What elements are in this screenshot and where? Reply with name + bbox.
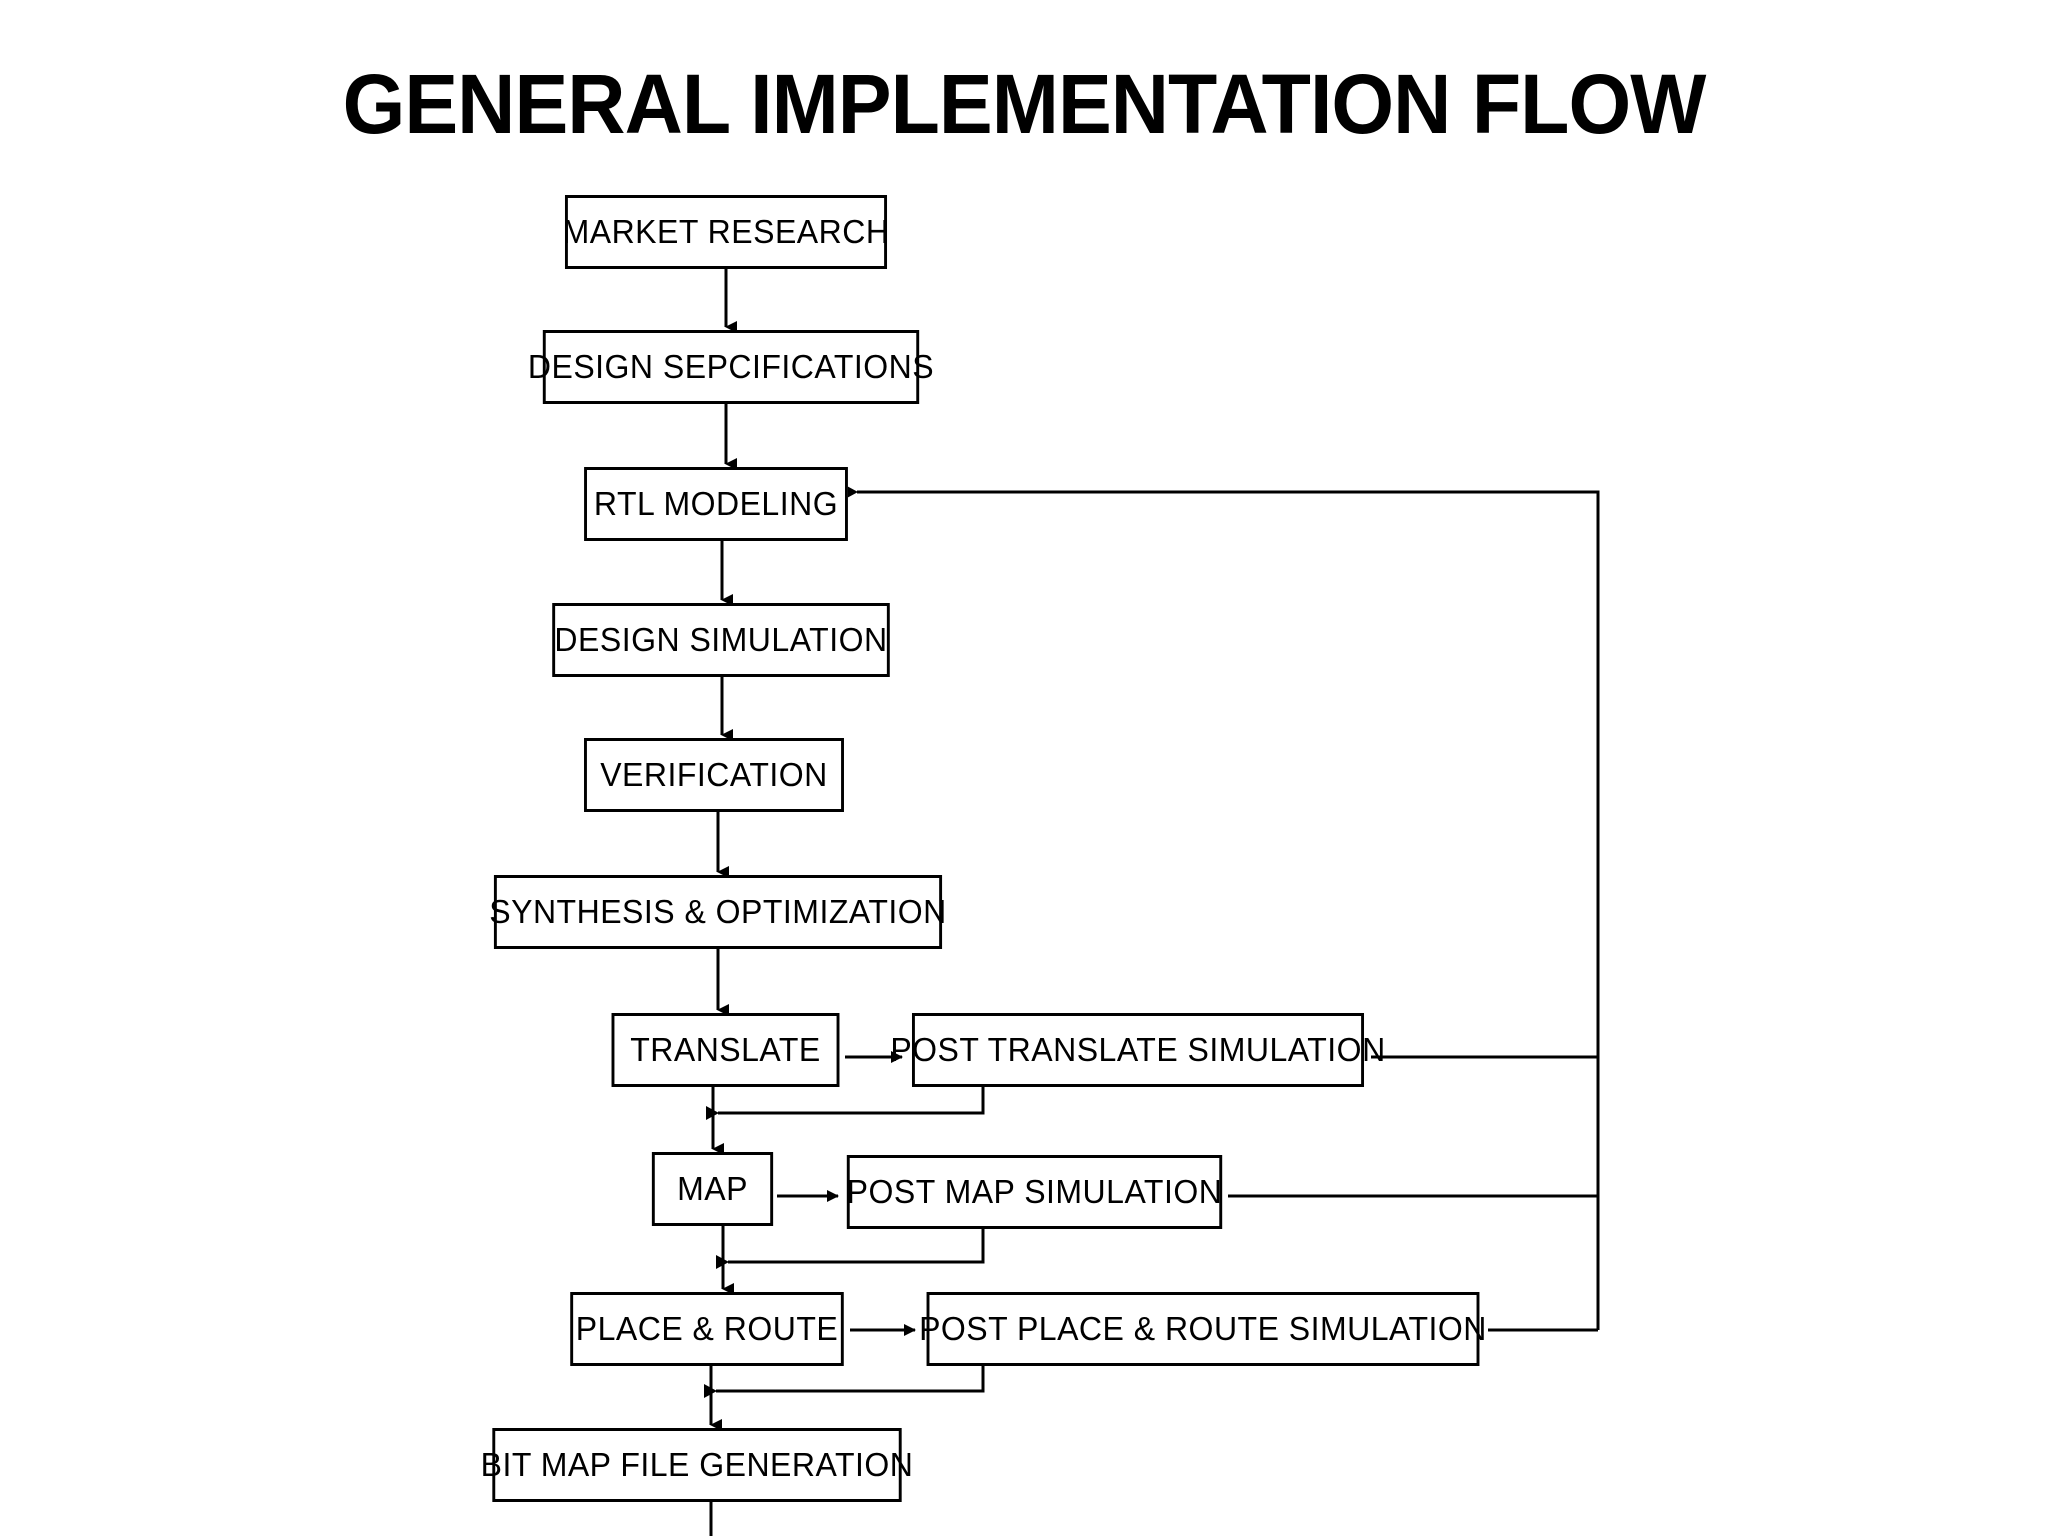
node-label: PLACE & ROUTE — [575, 1310, 839, 1347]
node-map[interactable]: MAP — [651, 1152, 774, 1226]
node-translate[interactable]: TRANSLATE — [611, 1013, 840, 1087]
node-design-specifications[interactable]: DESIGN SEPCIFICATIONS — [528, 330, 934, 404]
page-title: GENERAL IMPLEMENTATION FLOW — [342, 57, 1707, 151]
feedback-bus-to-rtl-modeling — [845, 485, 1600, 1330]
node-label: POST PLACE & ROUTE SIMULATION — [919, 1310, 1487, 1347]
node-label: VERIFICATION — [600, 756, 828, 793]
node-label: SYNTHESIS & OPTIMIZATION — [489, 893, 947, 930]
node-rtl-modeling[interactable]: RTL MODELING — [584, 467, 848, 541]
node-label: DESIGN SEPCIFICATIONS — [527, 348, 935, 385]
node-post-translate-simulation[interactable]: POST TRANSLATE SIMULATION — [890, 1013, 1385, 1087]
feedback-post-place-route-simulation-to-place-route — [704, 1366, 985, 1398]
node-post-map-simulation[interactable]: POST MAP SIMULATION — [846, 1155, 1223, 1229]
node-verification[interactable]: VERIFICATION — [584, 738, 844, 812]
node-design-simulation[interactable]: DESIGN SIMULATION — [552, 603, 890, 677]
node-synthesis-optimization[interactable]: SYNTHESIS & OPTIMIZATION — [489, 875, 946, 949]
node-label: TRANSLATE — [630, 1031, 821, 1068]
node-label: RTL MODELING — [593, 485, 839, 522]
node-label: POST TRANSLATE SIMULATION — [890, 1031, 1386, 1068]
node-market-research[interactable]: MARKET RESEARCH — [562, 195, 890, 269]
node-label: DESIGN SIMULATION — [554, 621, 888, 658]
feedback-post-map-simulation-to-map — [716, 1229, 985, 1269]
node-label: MARKET RESEARCH — [562, 213, 890, 250]
feedback-post-translate-simulation-to-translate — [706, 1087, 985, 1120]
node-label: POST MAP SIMULATION — [846, 1173, 1223, 1210]
node-post-place-route-simulation[interactable]: POST PLACE & ROUTE SIMULATION — [919, 1292, 1486, 1366]
node-bit-map-file-generation[interactable]: BIT MAP FILE GENERATION — [481, 1428, 913, 1502]
node-label: BIT MAP FILE GENERATION — [480, 1446, 914, 1483]
node-label: MAP — [677, 1170, 748, 1207]
node-place-route[interactable]: PLACE & ROUTE — [570, 1292, 844, 1366]
